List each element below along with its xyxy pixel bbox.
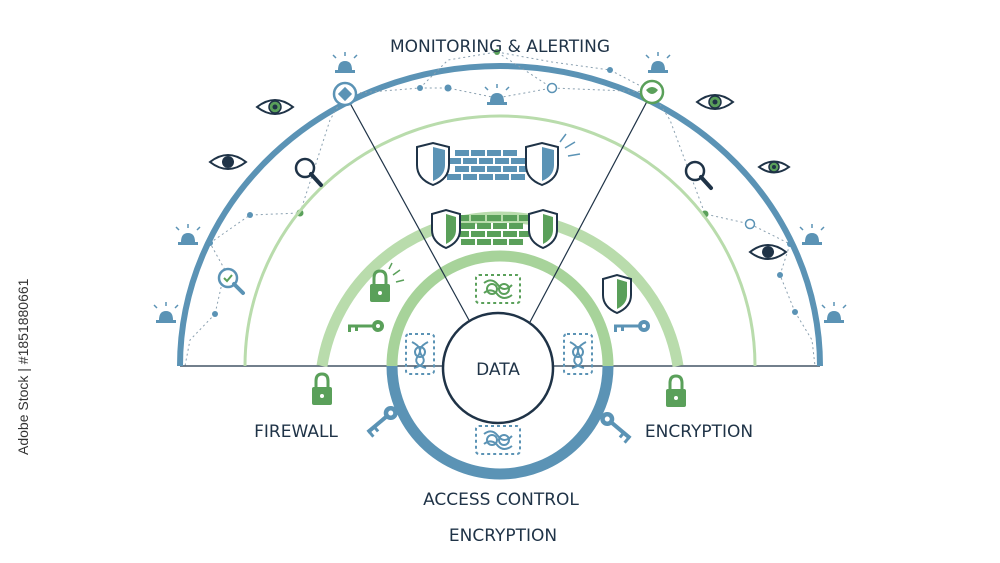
alarm-icon — [821, 302, 847, 323]
firewall-icon-green — [455, 215, 529, 245]
fingerprint-icon — [475, 274, 521, 304]
alarm-icon — [645, 52, 671, 73]
access-control-label: ACCESS CONTROL — [423, 490, 579, 510]
key-icon — [600, 412, 632, 444]
shield-icon — [525, 141, 559, 187]
padlock-icon — [666, 374, 686, 407]
radial-line-right — [529, 91, 653, 323]
signal-lines — [388, 262, 405, 283]
green-node — [494, 49, 500, 55]
fingerprint-icon — [475, 425, 521, 455]
eye-icon — [208, 154, 248, 170]
shield-icon — [416, 141, 450, 187]
center-label: DATA — [476, 360, 520, 380]
key-icon — [366, 406, 398, 438]
monitoring-alerting-label: MONITORING & ALERTING — [390, 37, 610, 57]
key-icon — [614, 320, 650, 332]
alarm-icon — [332, 52, 358, 73]
monitor-node-right — [639, 79, 665, 105]
data-core-circle — [441, 311, 555, 425]
eye-icon — [757, 160, 791, 174]
alarm-icon — [799, 224, 825, 245]
hollow-node — [546, 82, 558, 94]
fingerprint-icon — [563, 333, 593, 375]
fingerprint-icon — [405, 333, 435, 375]
eye-icon — [695, 94, 735, 110]
key-icon — [348, 320, 384, 332]
encryption-label-right: ENCRYPTION — [645, 422, 753, 442]
eye-icon — [748, 244, 788, 260]
eye-icon — [255, 99, 295, 115]
alarm-icon — [175, 224, 201, 245]
firewall-icon-blue — [447, 150, 529, 180]
magnifier-icon — [684, 160, 713, 190]
encryption-arc — [386, 250, 614, 367]
shield-icon — [528, 208, 558, 250]
signal-lines — [559, 133, 581, 157]
monitor-node-left — [332, 81, 358, 107]
alarm-icon — [153, 302, 179, 323]
radial-line-left — [344, 93, 471, 323]
padlock-icon — [370, 269, 390, 302]
stock-watermark: Adobe Stock | #1851880661 — [15, 278, 31, 455]
padlock-icon — [312, 372, 332, 405]
alarm-icon — [484, 84, 510, 105]
monitoring-arc — [177, 63, 823, 367]
hollow-node — [744, 218, 756, 230]
shield-icon — [431, 208, 461, 250]
magnifier-icon — [294, 157, 323, 187]
firewall-label: FIREWALL — [254, 422, 338, 442]
access-control-ring — [386, 365, 614, 480]
shield-icon — [602, 273, 632, 315]
encryption-label-bottom: ENCRYPTION — [449, 526, 557, 546]
magnifier-check-icon — [217, 267, 245, 295]
network-nodes — [207, 67, 798, 317]
green-outer-arc — [243, 114, 757, 367]
